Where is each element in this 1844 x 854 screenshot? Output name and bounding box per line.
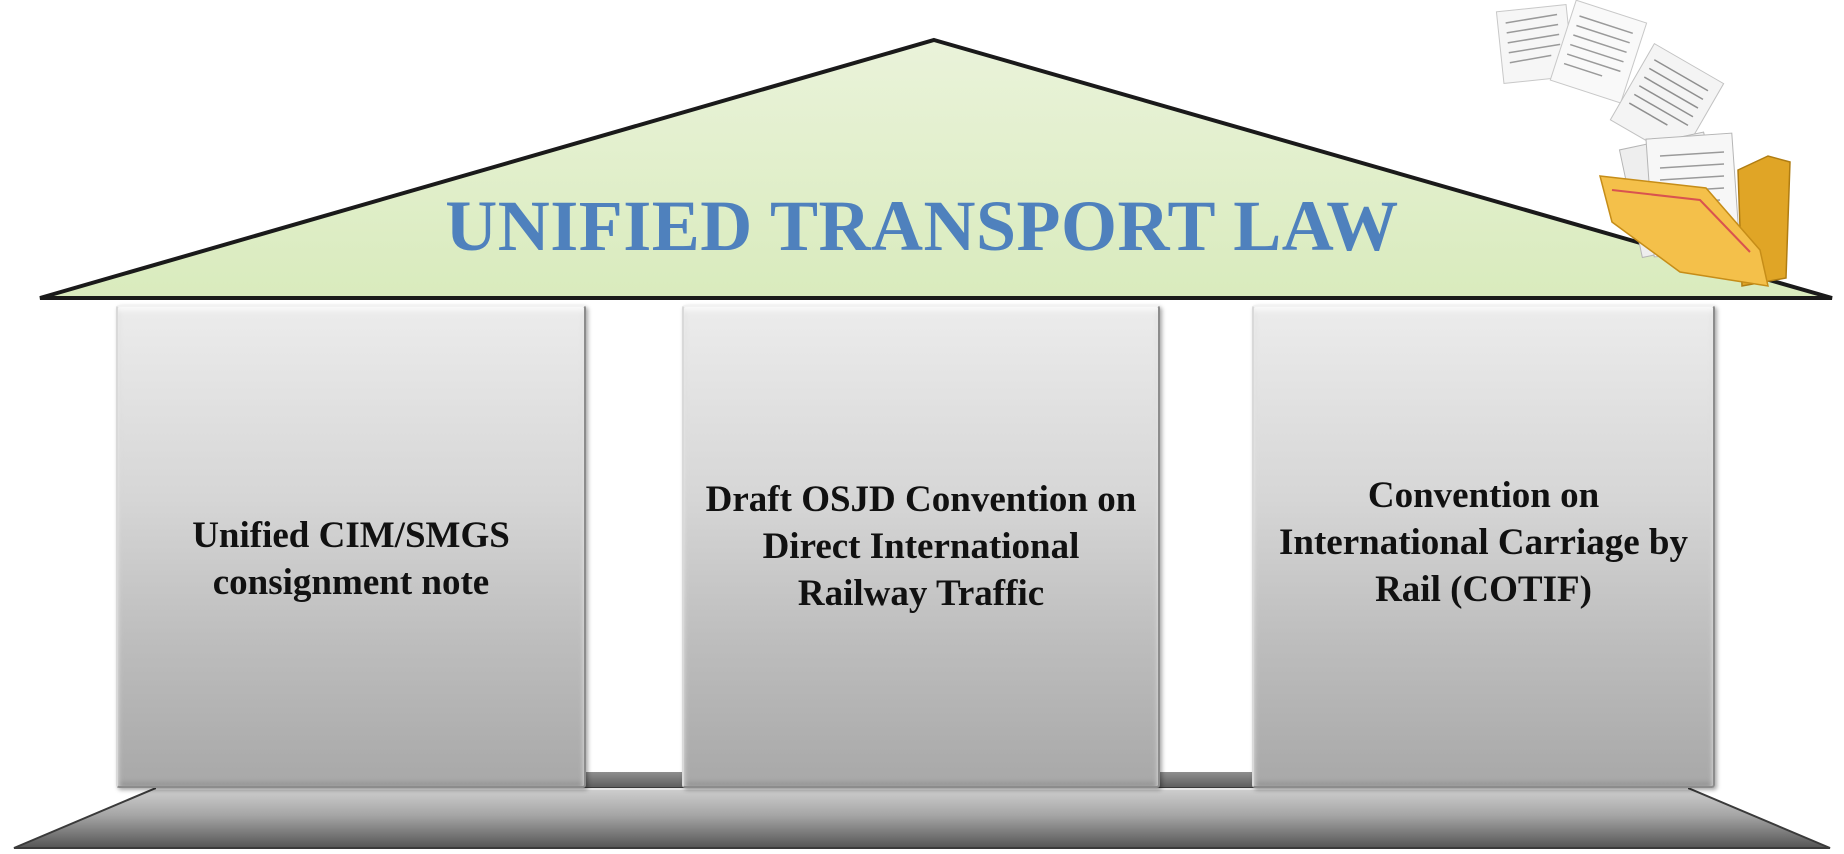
pillar-label: Convention on International Carriage by … [1278, 475, 1689, 610]
pillar-label: Draft OSJD Convention on Direct Internat… [705, 479, 1137, 614]
folder-front [1598, 175, 1769, 287]
pillar-cim-smgs: Unified CIM/SMGS consignment note [116, 305, 586, 788]
pillar-label: Unified CIM/SMGS consignment note [192, 514, 510, 603]
paper-sheet-1 [1495, 3, 1575, 85]
paper-sheet-3 [1609, 42, 1725, 161]
pillar-cotif: Convention on International Carriage by … [1252, 305, 1715, 788]
pillar-osjd-convention: Draft OSJD Convention on Direct Internat… [682, 305, 1160, 788]
paper-sheet-2 [1549, 0, 1648, 104]
page-title: UNIFIED TRANSPORT LAW [445, 186, 1399, 266]
